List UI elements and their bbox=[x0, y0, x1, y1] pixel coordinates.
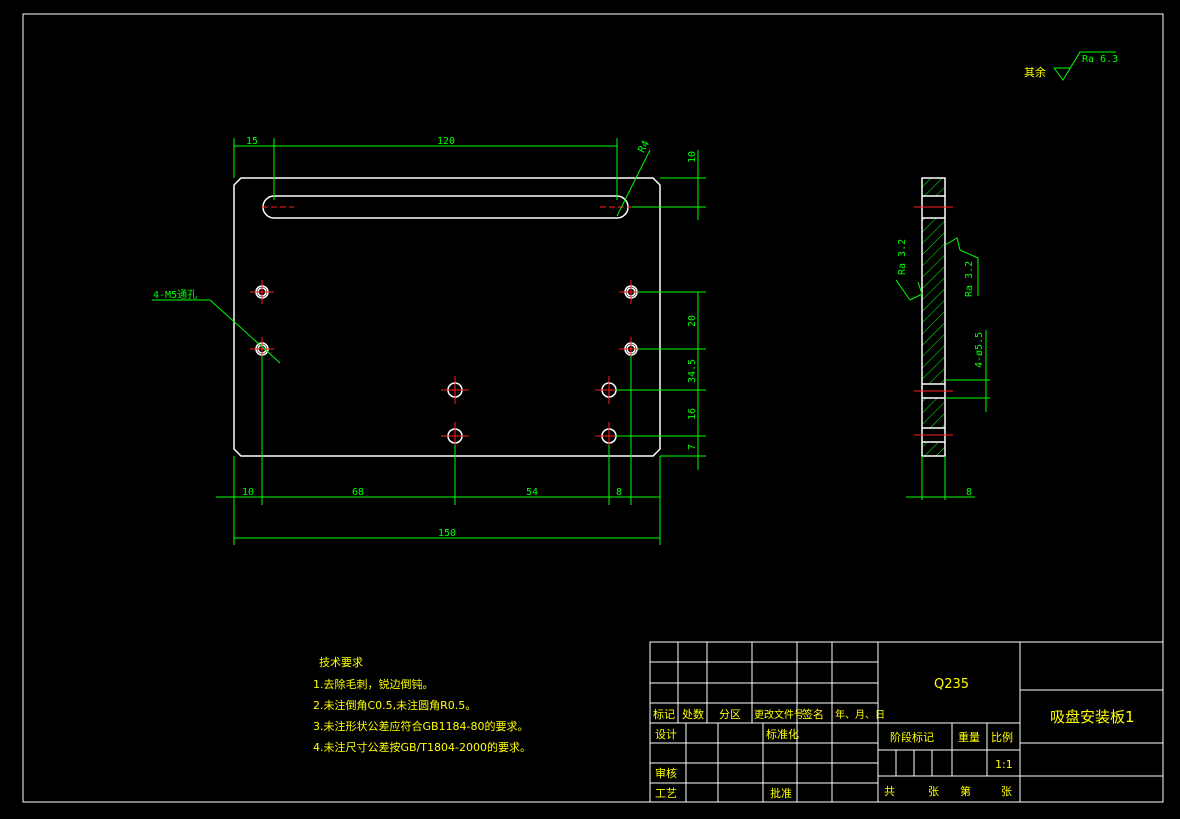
scale-value: 1:1 bbox=[995, 758, 1013, 771]
dim-bottom-68: 68 bbox=[352, 487, 364, 498]
hole-m5 bbox=[250, 280, 274, 304]
roughness-label: 其余 bbox=[1024, 65, 1046, 79]
ra-left: Ra 3.2 bbox=[897, 239, 908, 275]
material: Q235 bbox=[934, 677, 969, 692]
dim-20: 20 bbox=[687, 315, 698, 327]
dim-34-5: 34.5 bbox=[687, 359, 698, 383]
sheet-no-label: 第 bbox=[960, 784, 971, 798]
hdr-count: 处数 bbox=[682, 708, 704, 721]
dim-10-vertical: 10 bbox=[687, 151, 698, 163]
sheet-unit-label: 张 bbox=[1001, 785, 1012, 798]
design-label: 设计 bbox=[655, 728, 677, 741]
plate-outline bbox=[233, 177, 661, 457]
part-name: 吸盘安装板1 bbox=[1050, 708, 1135, 726]
standardization-label: 标准化 bbox=[766, 727, 799, 741]
tech-item: 4.未注尺寸公差按GB/T1804-2000的要求。 bbox=[313, 740, 531, 754]
side-outline bbox=[921, 177, 946, 457]
side-view: Ra 3.2 Ra 3.2 4-ø5.5 8 bbox=[895, 177, 990, 500]
drawing-frame bbox=[22, 13, 1164, 803]
tech-item: 3.未注形状公差应符合GB1184-80的要求。 bbox=[313, 719, 529, 733]
hdr-zone: 分区 bbox=[719, 708, 741, 721]
front-view: 15 120 R4 10 20 34.5 16 7 10 68 54 8 150 bbox=[152, 136, 706, 545]
sheets-label: 张 bbox=[928, 785, 939, 798]
slot bbox=[262, 195, 629, 219]
process-label: 工艺 bbox=[655, 787, 677, 800]
approve-label: 批准 bbox=[770, 786, 792, 800]
weight-label: 重量 bbox=[958, 730, 980, 744]
stage-mark-label: 阶段标记 bbox=[890, 730, 934, 744]
dim-bottom-8: 8 bbox=[616, 487, 622, 498]
tech-item: 2.未注倒角C0.5,未注圆角R0.5。 bbox=[313, 698, 476, 712]
hdr-signature: 签名 bbox=[802, 707, 824, 721]
tech-item: 1.去除毛刺，锐边倒钝。 bbox=[313, 677, 434, 691]
ra-right: Ra 3.2 bbox=[964, 261, 975, 297]
thickness-8: 8 bbox=[966, 487, 972, 498]
total-label: 共 bbox=[884, 785, 895, 798]
roughness-value: Ra 6.3 bbox=[1082, 54, 1118, 65]
dim-16: 16 bbox=[687, 408, 698, 420]
roughness-symbol: 其余 Ra 6.3 bbox=[1024, 51, 1118, 81]
review-label: 审核 bbox=[655, 766, 677, 780]
side-holes-note: 4-ø5.5 bbox=[974, 332, 985, 368]
title-block: Q235 吸盘安装板1 标记 处数 分区 更改文件号 签名 年、月、日 设计 标… bbox=[649, 641, 1164, 803]
dim-r4: R4 bbox=[637, 139, 652, 155]
scale-label: 比例 bbox=[991, 730, 1013, 744]
hdr-date: 年、月、日 bbox=[835, 708, 885, 721]
dim-7: 7 bbox=[687, 444, 698, 450]
holes-m5-note: 4-M5通孔 bbox=[153, 289, 197, 301]
dim-bottom-150: 150 bbox=[438, 528, 456, 539]
hdr-change-doc: 更改文件号 bbox=[754, 708, 804, 721]
dim-bottom-10: 10 bbox=[242, 487, 254, 498]
tech-title: 技术要求 bbox=[319, 656, 363, 669]
dim-15: 15 bbox=[246, 136, 258, 147]
dim-bottom-54: 54 bbox=[526, 487, 538, 498]
tech-requirements: 技术要求 1.去除毛刺，锐边倒钝。 2.未注倒角C0.5,未注圆角R0.5。 3… bbox=[313, 656, 531, 754]
dim-120: 120 bbox=[437, 136, 455, 147]
hdr-mark: 标记 bbox=[653, 707, 675, 721]
hole-5-5 bbox=[441, 376, 469, 404]
